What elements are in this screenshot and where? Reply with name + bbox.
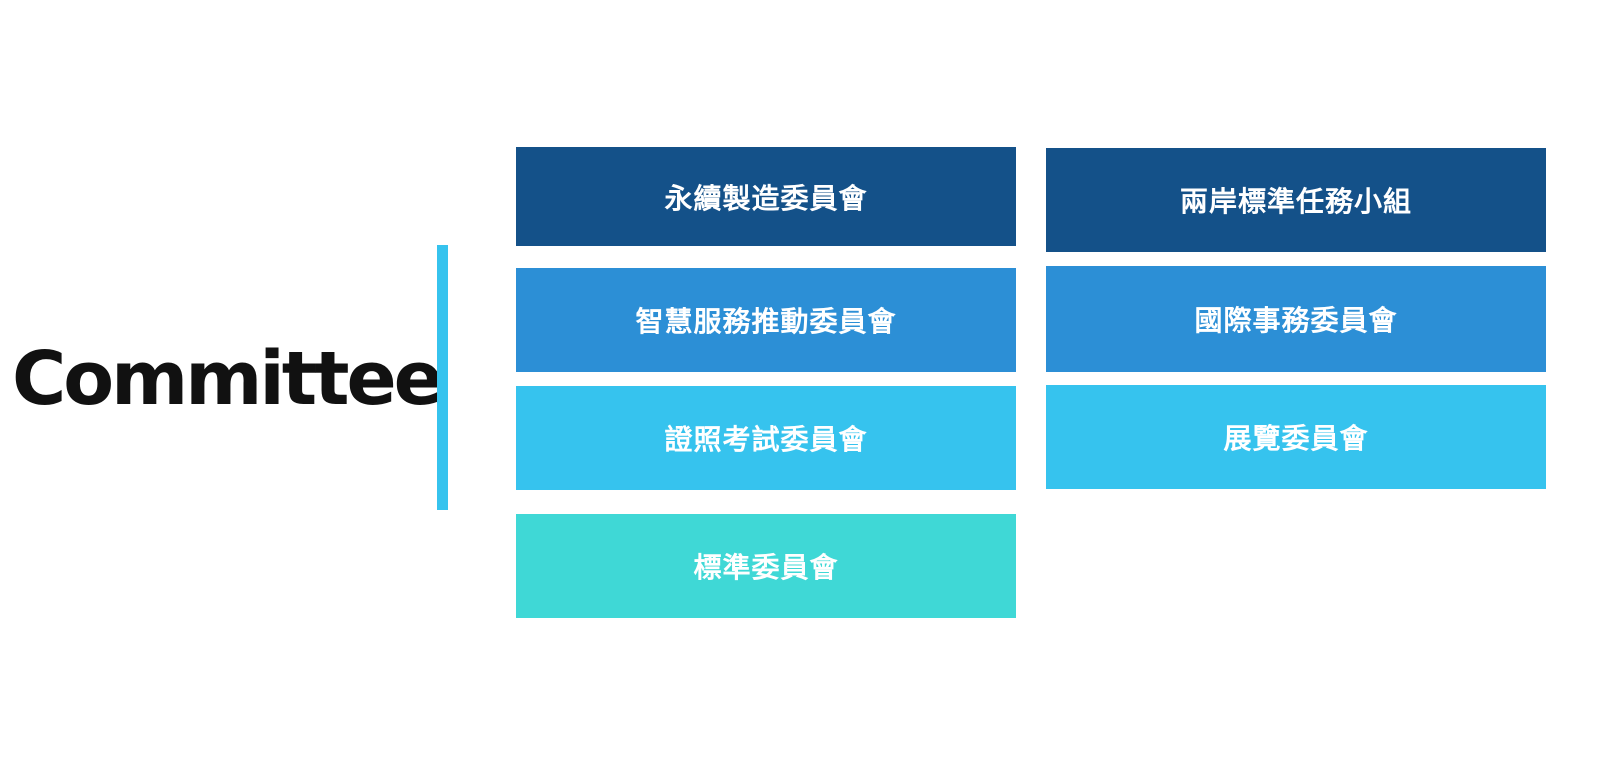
committee-card-label: 標準委員會 bbox=[693, 551, 839, 584]
committee-card-label: 兩岸標準任務小組 bbox=[1179, 185, 1412, 218]
committee-card-exhibition[interactable]: 展覽委員會 bbox=[1046, 385, 1546, 489]
committee-card-cross-strait-standards[interactable]: 兩岸標準任務小組 bbox=[1046, 148, 1546, 252]
committee-card-standards[interactable]: 標準委員會 bbox=[516, 514, 1016, 618]
committee-card-label: 永續製造委員會 bbox=[664, 181, 868, 215]
committee-card-certification-exam[interactable]: 證照考試委員會 bbox=[516, 386, 1016, 490]
committee-card-label: 展覽委員會 bbox=[1223, 422, 1369, 455]
committee-card-label: 智慧服務推動委員會 bbox=[635, 305, 897, 338]
page-title: Committee bbox=[12, 336, 444, 422]
committee-card-sustainable-manufacturing[interactable]: 永續製造委員會 bbox=[516, 147, 1016, 246]
committee-card-label: 證照考試委員會 bbox=[664, 423, 868, 456]
committee-card-international-affairs[interactable]: 國際事務委員會 bbox=[1046, 266, 1546, 372]
committee-card-smart-services[interactable]: 智慧服務推動委員會 bbox=[516, 268, 1016, 372]
vertical-divider bbox=[437, 245, 448, 510]
committee-card-label: 國際事務委員會 bbox=[1194, 304, 1398, 337]
